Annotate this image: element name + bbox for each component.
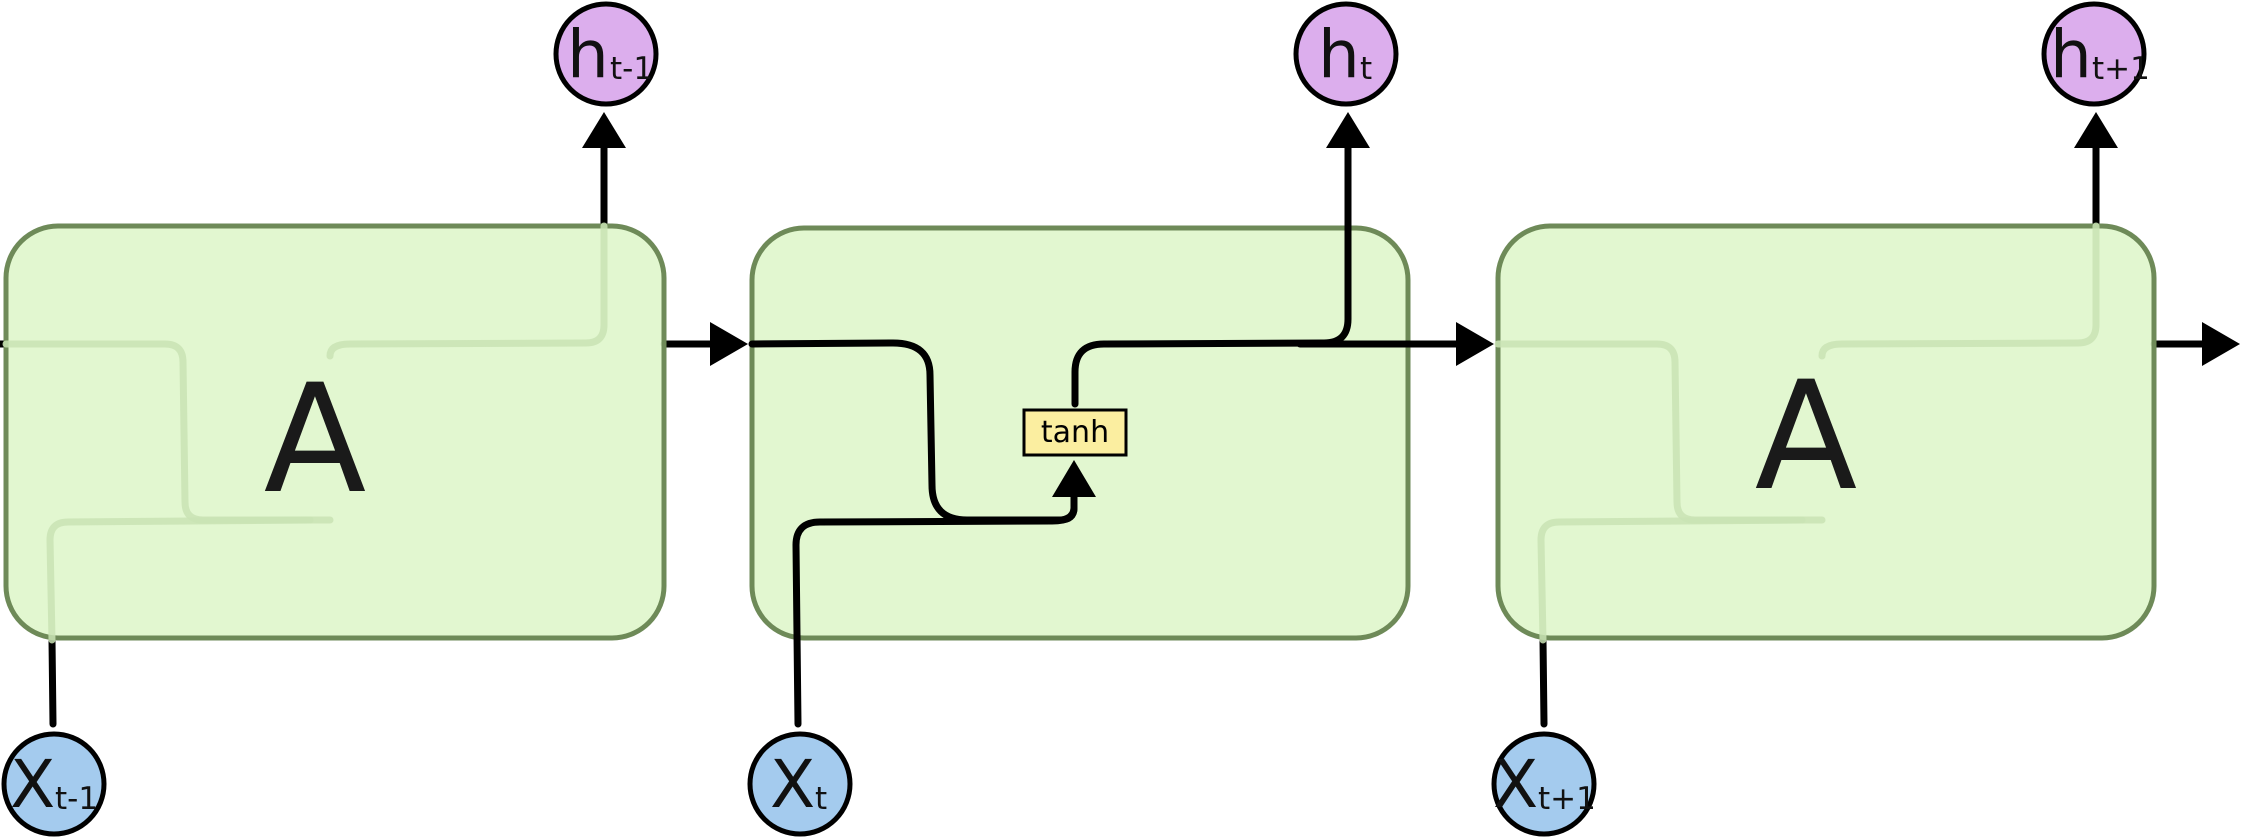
output-arrow-3 bbox=[2074, 112, 2118, 148]
input-wire-1 bbox=[48, 636, 57, 728]
input-circle-3 bbox=[1491, 731, 1597, 837]
output-circle-3 bbox=[2041, 1, 2147, 107]
recurrent-arrow-out bbox=[2202, 322, 2240, 366]
output-node-3: h t+1 bbox=[2041, 1, 2150, 107]
cell-box-3 bbox=[1495, 223, 2157, 641]
input-main-2: X bbox=[770, 746, 815, 823]
cell-3-ghost-wire-c bbox=[1818, 222, 2100, 360]
output-arrow-1 bbox=[582, 112, 626, 148]
output-main-2: h bbox=[1318, 16, 1360, 93]
input-main-3: X bbox=[1493, 746, 1538, 823]
cell-label-3: A bbox=[1755, 350, 1858, 524]
tanh-label: tanh bbox=[1041, 415, 1109, 450]
tanh-input-arrow bbox=[1052, 460, 1096, 497]
input-sub-3: t+1 bbox=[1538, 781, 1596, 817]
input-circle-1 bbox=[1, 731, 107, 837]
output-main-1: h bbox=[567, 16, 609, 93]
output-main-3: h bbox=[2050, 16, 2092, 93]
cell-2-wire-output bbox=[1071, 221, 1352, 408]
input-node-1: X t-1 bbox=[1, 731, 107, 837]
input-wire-3 bbox=[1539, 636, 1548, 728]
recurrent-arrow-1-2 bbox=[710, 322, 748, 366]
output-sub-1: t-1 bbox=[610, 51, 653, 87]
input-sub-2: t bbox=[815, 781, 827, 817]
output-node-1: h t-1 bbox=[553, 1, 659, 107]
cell-label-1: A bbox=[264, 353, 367, 527]
tanh-box bbox=[1022, 408, 1128, 457]
recurrent-arrow-2-3 bbox=[1456, 322, 1494, 366]
cell-box-1 bbox=[3, 223, 667, 641]
input-node-2: X t bbox=[747, 731, 853, 837]
rnn-cell-3: A bbox=[1494, 222, 2157, 644]
input-circle-2 bbox=[747, 731, 853, 837]
output-sub-3: t+1 bbox=[2092, 51, 2150, 87]
cell-1-ghost-wire-b bbox=[46, 516, 314, 644]
input-node-3: X t+1 bbox=[1491, 731, 1597, 837]
output-arrow-2 bbox=[1326, 112, 1370, 148]
output-sub-2: t bbox=[1360, 51, 1372, 87]
output-circle-2 bbox=[1293, 1, 1399, 107]
output-node-2: h t bbox=[1293, 1, 1399, 107]
cell-1-ghost-wire-c bbox=[326, 222, 608, 360]
cell-2-wire-input bbox=[792, 504, 1078, 728]
cell-3-ghost-wire-b bbox=[1537, 516, 1806, 644]
rnn-cell-2: tanh bbox=[748, 221, 1414, 728]
rnn-cell-1: A bbox=[2, 222, 667, 644]
output-circle-1 bbox=[553, 1, 659, 107]
input-sub-1: t-1 bbox=[55, 781, 98, 817]
input-main-1: X bbox=[10, 746, 55, 823]
